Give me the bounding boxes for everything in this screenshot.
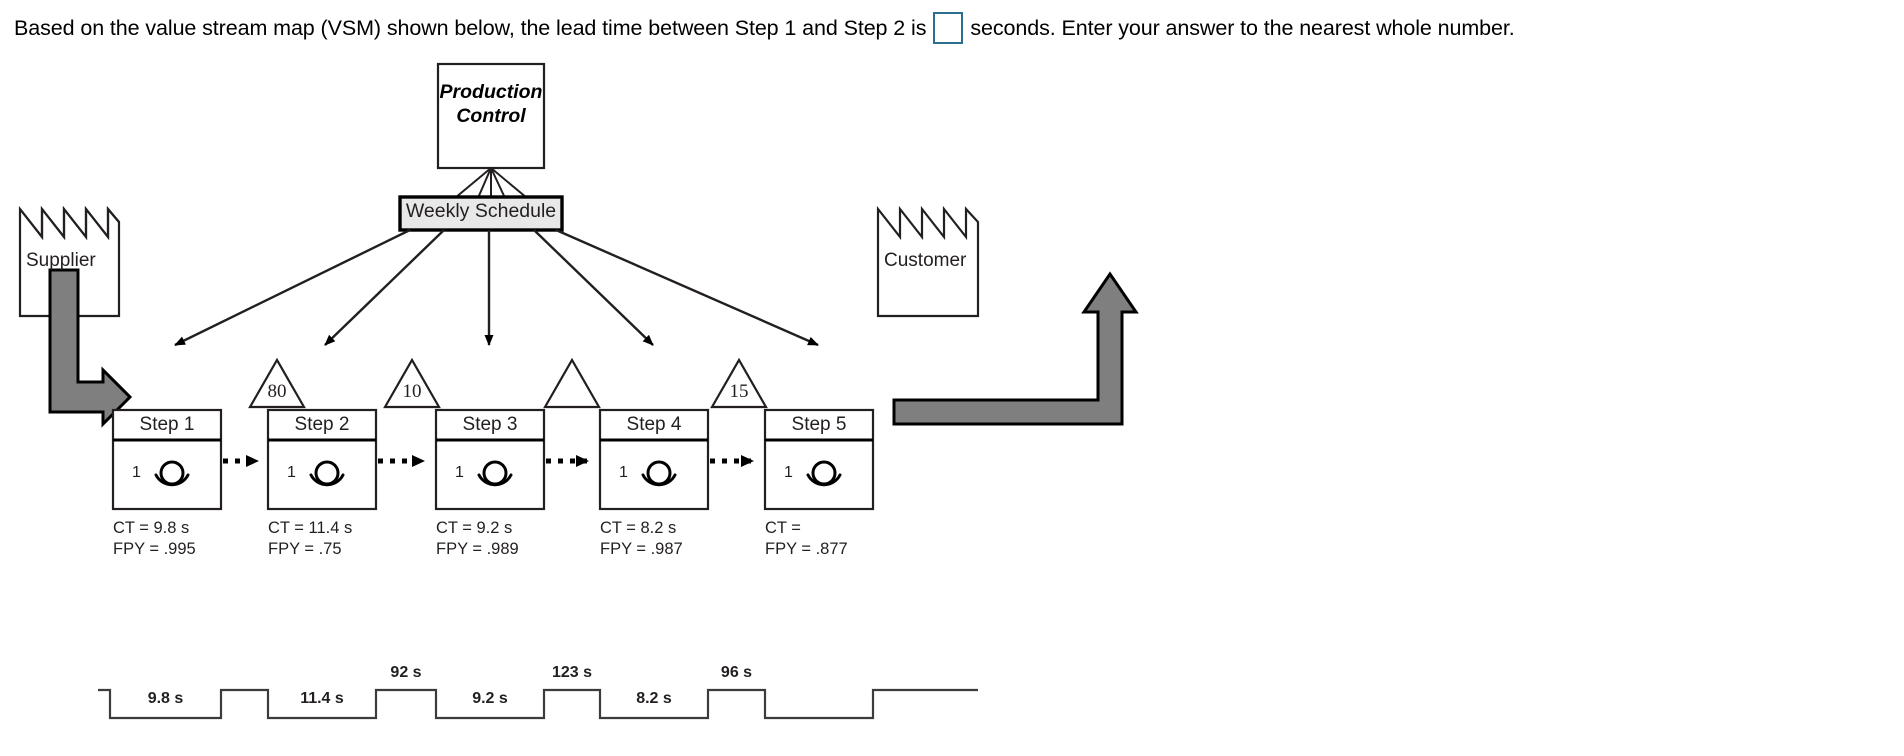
supplier-material-arrow (48, 268, 133, 428)
inventory-value-1: 80 (267, 381, 287, 402)
supplier-label: Supplier (26, 250, 96, 271)
ct-value-4: CT = 8.2 s (600, 519, 677, 537)
operator-count-2: 1 (287, 464, 296, 481)
fpy-value-4: FPY = .987 (600, 540, 683, 559)
timeline-wait-time-2: 92 s (390, 664, 422, 681)
process-box-4 (598, 408, 710, 511)
process-title-5: Step 5 (791, 414, 847, 435)
timeline-ladder (98, 688, 978, 720)
process-title-3: Step 3 (462, 414, 518, 435)
timeline-wait-time-4: 96 s (720, 664, 753, 681)
fpy-value-1: FPY = .995 (113, 540, 196, 559)
weekly-schedule-label: Weekly Schedule (405, 200, 557, 222)
question-text-after: seconds. Enter your answer to the neares… (970, 15, 1515, 40)
customer-label: Customer (884, 250, 967, 271)
process-box-3 (434, 408, 546, 511)
inventory-value-4: 15 (729, 381, 749, 402)
data-box-5: CT = FPY = .877 (765, 518, 848, 560)
vsm-canvas (18, 62, 1139, 720)
process-title-1: Step 1 (139, 414, 195, 435)
pc-line-1: Production (439, 81, 543, 103)
answer-input[interactable] (933, 12, 964, 44)
process-box-2 (266, 408, 378, 511)
supplier-factory-icon (18, 205, 121, 318)
question-text-before: Based on the value stream map (VSM) show… (14, 15, 927, 40)
pc-spokes (454, 167, 528, 199)
inventory-triangle-3 (543, 357, 601, 409)
operator-count-5: 1 (784, 464, 793, 481)
ct-value-5: CT = (765, 519, 801, 537)
production-control-box (436, 62, 546, 170)
fpy-value-2: FPY = .75 (268, 540, 342, 559)
ct-value-1: CT = 9.8 s (113, 519, 190, 537)
inventory-triangle-4 (710, 357, 768, 409)
timeline-process-time-4: 8.2 s (636, 690, 672, 707)
pc-line-2: Control (456, 105, 526, 128)
customer-factory-icon (876, 205, 980, 318)
fpy-value-5: FPY = .877 (765, 540, 848, 559)
inventory-value-2: 10 (402, 381, 422, 402)
operator-count-1: 1 (132, 464, 141, 481)
weekly-schedule-box (398, 195, 564, 232)
process-box-1 (111, 408, 223, 511)
schedule-arrows (174, 228, 819, 347)
operator-count-3: 1 (455, 464, 464, 481)
timeline-process-time-3: 9.2 s (472, 690, 508, 707)
question-bar: Based on the value stream map (VSM) show… (14, 6, 1894, 50)
timeline-process-time-2: 11.4 s (300, 690, 344, 707)
timeline-process-time-1: 9.8 s (147, 690, 184, 707)
operator-count-4: 1 (619, 464, 628, 481)
production-control-label: Production Control (438, 80, 544, 129)
process-box-5 (763, 408, 875, 511)
inventory-triangle-2 (383, 357, 441, 409)
data-box-3: CT = 9.2 s FPY = .989 (436, 518, 519, 560)
fpy-value-3: FPY = .989 (436, 540, 519, 559)
ct-value-3: CT = 9.2 s (436, 519, 513, 537)
process-title-2: Step 2 (294, 414, 350, 435)
data-box-2: CT = 11.4 s FPY = .75 (268, 518, 352, 560)
timeline-wait-time-3: 123 s (551, 664, 593, 681)
data-box-4: CT = 8.2 s FPY = .987 (600, 518, 683, 560)
data-box-1: CT = 9.8 s FPY = .995 (113, 518, 196, 560)
process-title-4: Step 4 (626, 414, 682, 435)
customer-shipping-arrow (892, 271, 1139, 426)
value-stream-map: Production Control Weekly Schedule Suppl… (0, 52, 1904, 756)
ct-value-2: CT = 11.4 s (268, 519, 353, 537)
inventory-triangle-1 (248, 357, 306, 409)
